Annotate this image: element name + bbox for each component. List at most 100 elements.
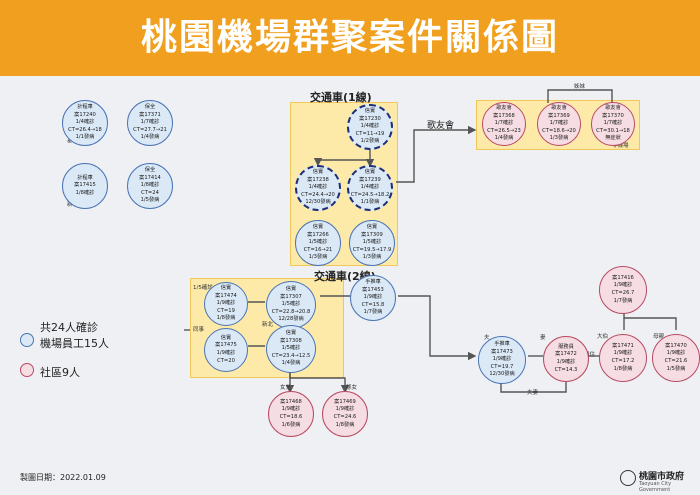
case-17471-node[interactable]: 案17471 1/9確診 CT=17.2 1/8發病 bbox=[599, 334, 647, 382]
case-17473-line-0: 手推車 bbox=[494, 341, 510, 348]
page-title: 桃園機場群聚案件關係圖 bbox=[140, 17, 559, 58]
mother-label: 母親 bbox=[653, 334, 665, 340]
case-17474-line-0: 信實 bbox=[220, 285, 232, 292]
case-17309-line-4: 1/3發病 bbox=[362, 254, 382, 261]
legend-airport-dot bbox=[20, 333, 34, 347]
case-17416-node[interactable]: 案17416 1/9確診 CT=26.7 1/7發病 bbox=[599, 266, 647, 314]
case-17474-line-2: 1/9確診 bbox=[216, 300, 236, 307]
bus1-label: 交通車(1線) bbox=[310, 91, 372, 104]
case-17240-node[interactable]: 計程車 案17240 1/4確診 CT=26.4→18 1/1發病 bbox=[62, 100, 108, 146]
case-17469-line-3: 1/8發病 bbox=[335, 421, 355, 428]
case-17266-node[interactable]: 信實 案17266 1/5確診 CT=16→21 1/3發病 bbox=[295, 220, 341, 266]
case-17307-line-4: 12/28發病 bbox=[278, 316, 304, 323]
granddaughter-label: 孫女 bbox=[346, 385, 358, 391]
case-17472-node[interactable]: 服務員 案17472 1/9確診 CT=14.3 bbox=[543, 336, 589, 382]
footer-date: 製圖日期：2022.01.09 bbox=[20, 473, 106, 482]
case-17309-node[interactable]: 信實 案17309 1/5確診 CT=19.5→17.9 1/3發病 bbox=[349, 220, 395, 266]
husband-label: 夫 bbox=[484, 335, 490, 341]
case-17474-node[interactable]: 信實 案17474 1/9確診 CT=19 1/8發病 bbox=[204, 282, 248, 326]
case-17470-node[interactable]: 案17470 1/9確診 CT=21.6 1/5發病 bbox=[652, 334, 700, 382]
case-17475-node[interactable]: 信實 案17475 1/9確診 CT=20 bbox=[204, 328, 248, 372]
case-17469-line-1: 1/9確診 bbox=[335, 406, 355, 413]
case-17468-node[interactable]: 案17468 1/9確診 CT=18.6 1/6發病 bbox=[268, 391, 314, 437]
title-banner bbox=[0, 0, 700, 76]
case-17239-line-3: CT=24.5→18.2 bbox=[350, 191, 390, 198]
case-17472-line-3: CT=14.3 bbox=[554, 366, 578, 373]
case-17474-line-4: 1/8發病 bbox=[216, 315, 236, 322]
case-17369-line-2: 1/7確診 bbox=[549, 120, 569, 127]
case-17416-line-2: CT=26.7 bbox=[611, 290, 635, 296]
case-17474-line-1: 案17474 bbox=[215, 292, 237, 299]
line-17308-to-family bbox=[289, 370, 350, 394]
case-17370-line-3: CT=30.1→18 bbox=[596, 127, 630, 134]
case-17469-node[interactable]: 案17469 1/9確診 CT=24.6 1/8發病 bbox=[322, 391, 368, 437]
contact-label: 1/5確診 bbox=[193, 285, 213, 291]
case-17472-line-2: 1/9確診 bbox=[556, 359, 576, 365]
case-17468-line-2: CT=18.6 bbox=[279, 414, 303, 420]
case-17453-line-2: 1/9確診 bbox=[363, 294, 383, 301]
case-17230-line-2: 1/4確診 bbox=[360, 123, 380, 130]
case-17266-line-0: 信實 bbox=[312, 224, 324, 231]
case-17414-line-2: 1/8確診 bbox=[140, 182, 160, 189]
case-17238-line-0: 信實 bbox=[312, 169, 324, 176]
case-17475-line-1: 案17475 bbox=[215, 342, 237, 349]
case-17308-line-1: 案17308 bbox=[280, 337, 302, 344]
case-17266-line-3: CT=16→21 bbox=[303, 246, 333, 253]
case-17370-line-2: 1/7確診 bbox=[603, 120, 623, 127]
gov-name-en: Taoyuan City Government bbox=[639, 481, 672, 493]
case-17308-line-2: 1/5確診 bbox=[281, 345, 301, 352]
case-17473-node[interactable]: 手推車 案17473 1/9確診 CT=19.7 12/30發病 bbox=[478, 336, 526, 384]
case-17308-line-0: 信實 bbox=[285, 330, 297, 337]
case-17453-line-0: 手推車 bbox=[365, 279, 381, 286]
case-17308-node[interactable]: 信實 案17308 1/5確診 CT=23.4→12.5 1/4發病 bbox=[266, 325, 316, 373]
case-17371-line-4: 1/4發病 bbox=[140, 134, 160, 141]
case-17369-line-1: 案17369 bbox=[548, 112, 570, 119]
case-17239-line-4: 1/1發病 bbox=[360, 199, 380, 206]
case-17307-line-0: 信實 bbox=[285, 286, 297, 293]
case-17471-line-0: 案17471 bbox=[612, 342, 634, 349]
case-17370-node[interactable]: 歌友會 案17370 1/7確診 CT=30.1→18 無症狀 bbox=[591, 102, 635, 146]
case-17238-line-3: CT=24.4→20 bbox=[301, 191, 335, 198]
case-17470-line-2: CT=21.6 bbox=[664, 358, 688, 364]
case-17371-line-1: 案17371 bbox=[139, 111, 161, 118]
case-17369-line-3: CT=18.6→20 bbox=[542, 127, 576, 134]
case-17414-node[interactable]: 保全 案17414 1/8確診 CT=24 1/5發病 bbox=[127, 163, 173, 209]
gov-name: 桃園市政府 bbox=[639, 472, 685, 482]
case-17475-line-0: 信實 bbox=[220, 334, 232, 341]
case-17230-node[interactable]: 信實 案17230 1/4確診 CT=11→19 1/2發病 bbox=[347, 104, 393, 150]
case-17371-node[interactable]: 保全 案17371 1/7確診 CT=27.7→21 1/4發病 bbox=[127, 100, 173, 146]
case-17415-line-1: 案17415 bbox=[74, 182, 96, 189]
case-17266-line-1: 案17266 bbox=[307, 231, 329, 238]
case-17415-node[interactable]: 計程車 案17415 1/8確診 bbox=[62, 163, 108, 209]
case-17472-line-0: 服務員 bbox=[558, 343, 574, 350]
case-17238-node[interactable]: 信實 案17238 1/4確診 CT=24.4→20 12/30發病 bbox=[295, 165, 341, 211]
case-17414-line-3: CT=24 bbox=[141, 189, 159, 196]
case-17238-line-4: 12/30發病 bbox=[305, 199, 331, 206]
case-17308-line-4: 1/4發病 bbox=[281, 360, 301, 367]
case-17370-line-4: 無症狀 bbox=[605, 135, 621, 142]
case-17240-line-0: 計程車 bbox=[77, 104, 93, 111]
case-17368-line-1: 案17368 bbox=[493, 112, 515, 119]
case-17368-line-3: CT=26.5→23 bbox=[487, 127, 521, 134]
case-17266-line-2: 1/5確診 bbox=[308, 239, 328, 246]
case-17453-node[interactable]: 手推車 案17453 1/9確診 CT=15.8 1/7發病 bbox=[350, 275, 396, 321]
case-17470-line-1: 1/9確診 bbox=[666, 350, 686, 357]
nonairport-label: 非機場 bbox=[612, 143, 629, 149]
case-17239-line-2: 1/4確診 bbox=[360, 184, 380, 191]
newtaipei-label-2: 新北 bbox=[262, 322, 274, 328]
case-17369-node[interactable]: 歌友會 案17369 1/7確診 CT=18.6→20 1/3發病 bbox=[537, 102, 581, 146]
case-17239-node[interactable]: 信實 案17239 1/4確診 CT=24.5→18.2 1/1發病 bbox=[347, 165, 393, 211]
case-17469-line-0: 案17469 bbox=[334, 398, 356, 405]
case-17240-line-1: 案17240 bbox=[74, 111, 96, 118]
case-17473-line-2: 1/9確診 bbox=[492, 356, 512, 363]
case-17309-line-1: 案17309 bbox=[361, 231, 383, 238]
case-17307-node[interactable]: 信實 案17307 1/5確診 CT=22.8→20.8 12/28發病 bbox=[266, 281, 316, 329]
case-17369-line-0: 歌友會 bbox=[551, 105, 567, 112]
case-17470-line-0: 案17470 bbox=[665, 342, 687, 349]
uncle-label: 大伯 bbox=[597, 334, 609, 340]
case-17415-line-2: 1/8確診 bbox=[75, 189, 95, 196]
case-17370-line-0: 歌友會 bbox=[605, 105, 621, 112]
case-17468-line-3: 1/6發病 bbox=[281, 421, 301, 428]
case-17368-node[interactable]: 歌友會 案17368 1/7確診 CT=26.5→23 1/4發病 bbox=[482, 102, 526, 146]
